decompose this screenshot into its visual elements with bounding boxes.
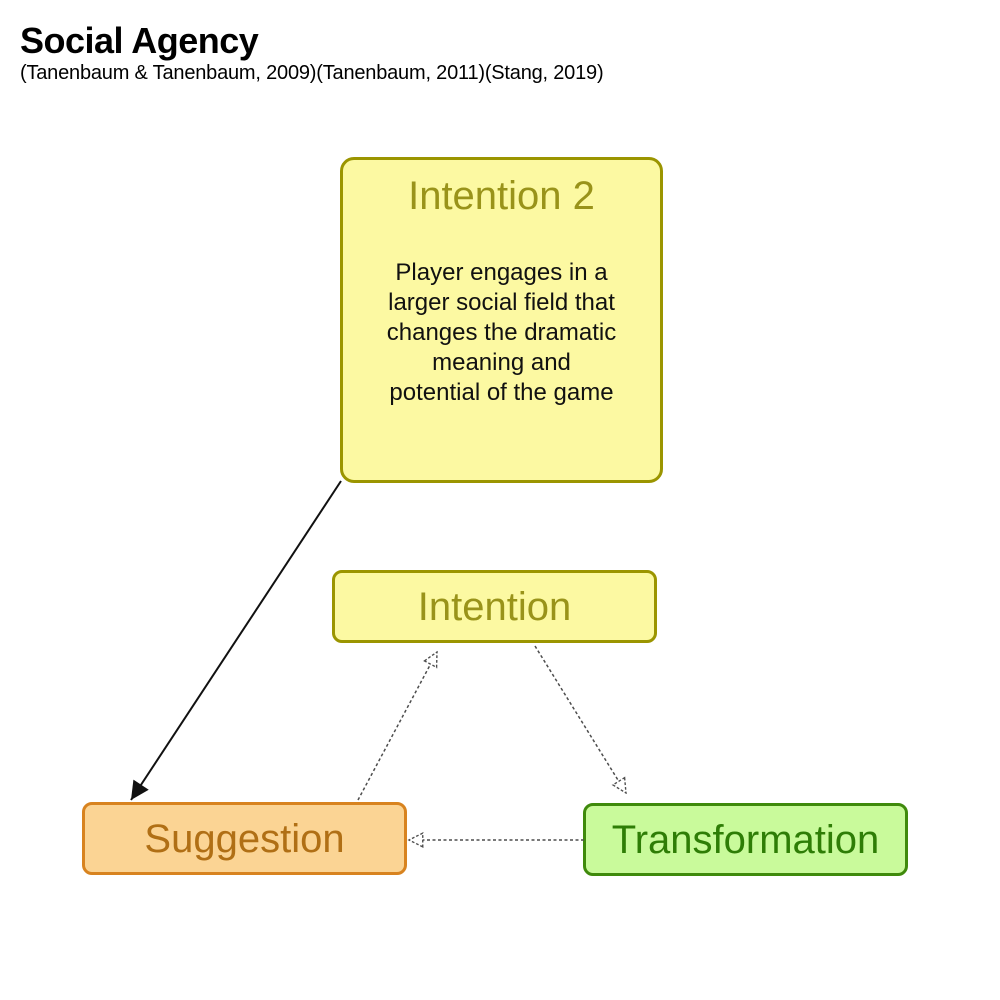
edge-intention2-to-suggestion	[130, 480, 342, 801]
body-line: meaning and	[432, 349, 571, 376]
body-line: potential of the game	[389, 379, 614, 406]
edge-suggestion-to-intention	[357, 652, 437, 801]
edge-intention-to-transformation	[534, 645, 626, 793]
node-transformation-label: Transformation	[611, 817, 880, 862]
page-citation: (Tanenbaum & Tanenbaum, 2009)(Tanenbaum,…	[20, 62, 604, 84]
node-intention-2-title: Intention 2	[408, 174, 595, 218]
node-intention-2: Intention 2 Player engages in a larger s…	[340, 157, 663, 483]
node-suggestion: Suggestion	[82, 802, 407, 875]
body-line: larger social field that	[388, 289, 615, 316]
node-intention-label: Intention	[417, 584, 572, 629]
node-intention-2-body: Player engages in a larger social field …	[387, 258, 616, 408]
body-line: Player engages in a	[395, 259, 608, 286]
page-title: Social Agency	[20, 20, 259, 61]
node-intention: Intention	[332, 570, 657, 643]
node-transformation: Transformation	[583, 803, 908, 876]
body-line: changes the dramatic	[386, 319, 617, 346]
node-suggestion-label: Suggestion	[144, 816, 345, 861]
